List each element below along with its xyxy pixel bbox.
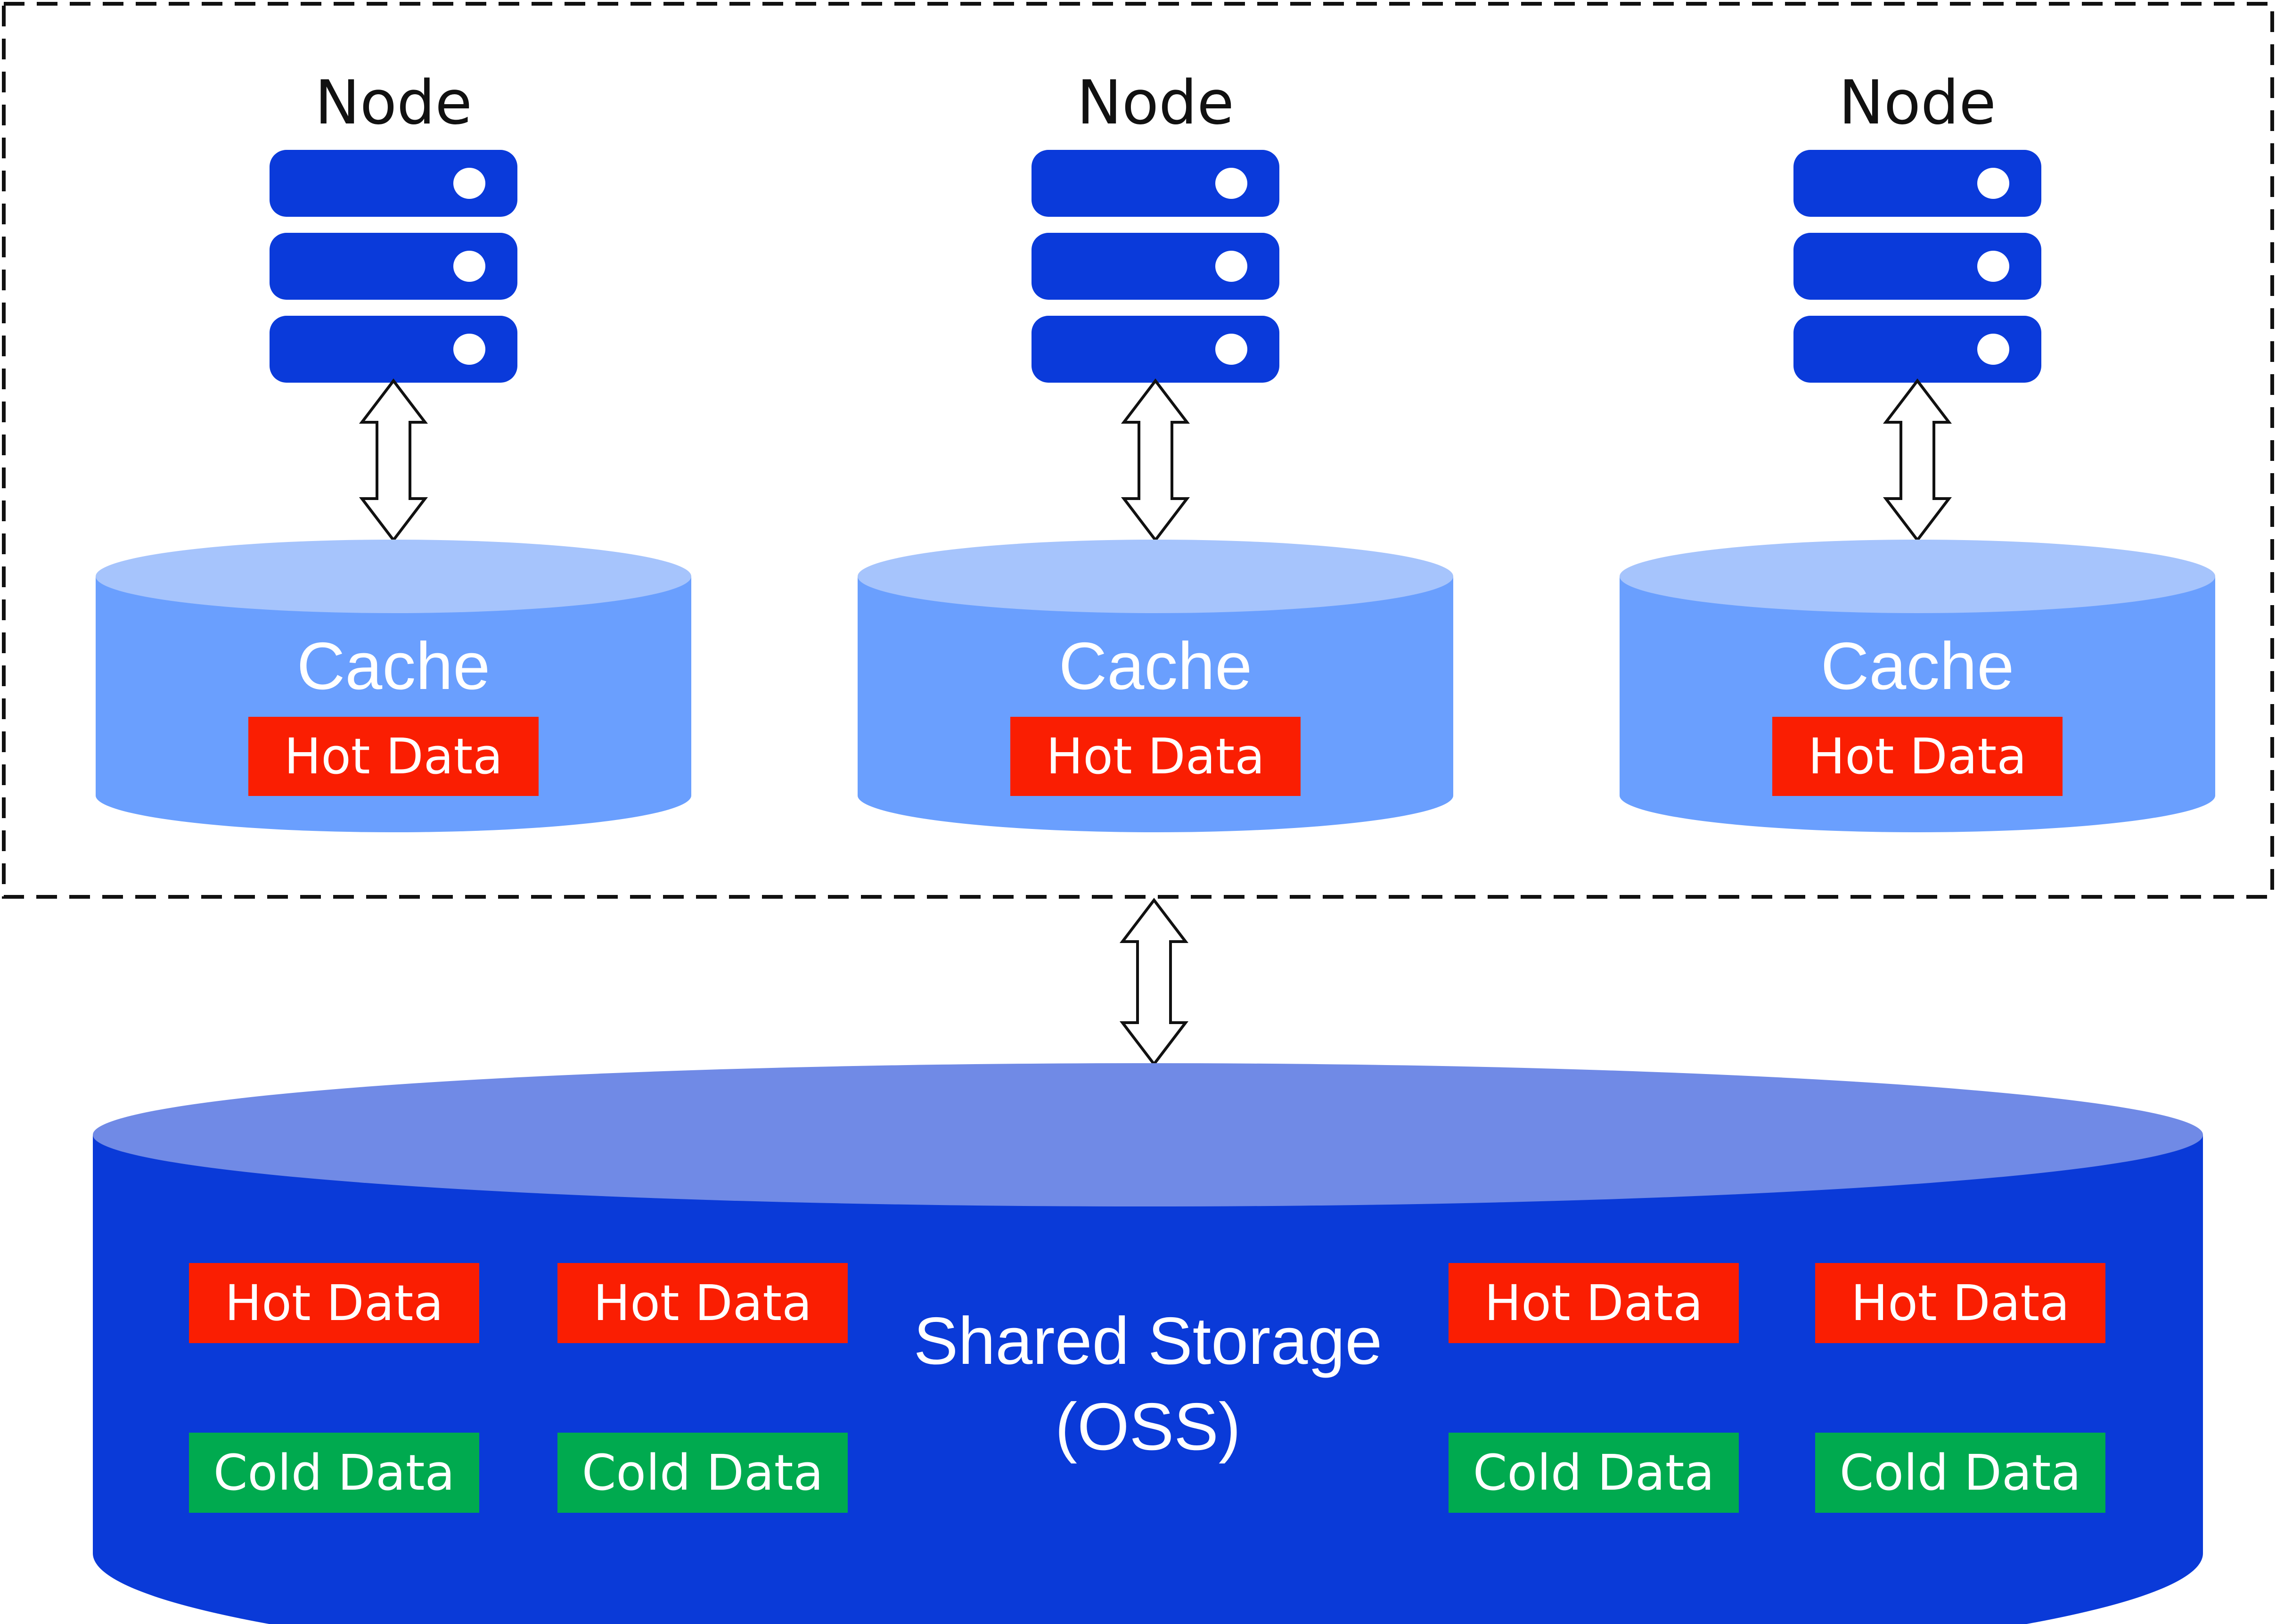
hot-data-chip: Hot Data	[248, 717, 539, 796]
hot-data-chip-bg	[248, 717, 539, 796]
server-bar	[1032, 150, 1279, 217]
hot-data-chip-bg	[1010, 717, 1301, 796]
server-bar	[1793, 233, 2041, 300]
server-icon	[1793, 150, 2041, 383]
hot-data-chip-bg	[1815, 1263, 2105, 1343]
server-indicator	[1977, 334, 2009, 365]
cold-data-chip-label: Cold Data	[1473, 1444, 1715, 1501]
server-indicator	[1215, 168, 1247, 199]
cold-data-chip-label: Cold Data	[213, 1444, 455, 1501]
hot-data-chip: Hot Data	[1449, 1263, 1739, 1343]
cache-top	[858, 540, 1453, 613]
cache-top	[1620, 540, 2215, 613]
cache-top	[96, 540, 691, 613]
hot-data-chip: Hot Data	[1772, 717, 2063, 796]
node-label: Node	[1077, 68, 1234, 138]
hot-data-chip-label: Hot Data	[1851, 1274, 2070, 1332]
cold-data-chip-bg	[557, 1433, 848, 1513]
hot-data-chip-bg	[557, 1263, 848, 1343]
cold-data-chip-bg	[1815, 1433, 2105, 1513]
hot-data-chip-bg	[1449, 1263, 1739, 1343]
hot-data-chip: Hot Data	[1010, 717, 1301, 796]
server-icon	[270, 150, 517, 383]
hot-data-chip-label: Hot Data	[225, 1274, 443, 1332]
hot-data-chip: Hot Data	[1815, 1263, 2105, 1343]
cold-data-chip-label: Cold Data	[582, 1444, 824, 1501]
node-label: Node	[1839, 68, 1996, 138]
bidirectional-arrow-icon	[1121, 378, 1190, 542]
hot-data-chip: Hot Data	[189, 1263, 479, 1343]
server-indicator	[1977, 251, 2009, 282]
node-label: Node	[315, 68, 472, 138]
cold-data-chip-bg	[189, 1433, 479, 1513]
server-indicator	[1215, 334, 1247, 365]
cold-data-chip-bg	[1449, 1433, 1739, 1513]
hot-data-chip-bg	[1772, 717, 2063, 796]
server-bar	[270, 233, 517, 300]
server-indicator	[453, 334, 485, 365]
storage-body	[93, 1135, 2203, 1624]
bidirectional-arrow-icon	[1119, 898, 1189, 1066]
server-indicator	[453, 168, 485, 199]
bidirectional-arrow-icon	[359, 378, 428, 542]
hot-data-chip-label: Hot Data	[593, 1274, 812, 1332]
hot-data-chip-bg	[189, 1263, 479, 1343]
hot-data-chip-label: Hot Data	[1808, 728, 2027, 785]
cache-label: Cache	[1059, 629, 1252, 704]
hot-data-chip: Hot Data	[557, 1263, 848, 1343]
server-indicator	[1215, 251, 1247, 282]
server-bar	[270, 316, 517, 383]
cache-body	[96, 576, 691, 832]
cold-data-chip: Cold Data	[1815, 1433, 2105, 1513]
server-indicator	[453, 251, 485, 282]
cache-label: Cache	[1821, 629, 2014, 704]
cold-data-chip: Cold Data	[189, 1433, 479, 1513]
hot-data-chip-label: Hot Data	[1484, 1274, 1703, 1332]
server-bar	[270, 150, 517, 217]
storage-title-line1: Shared Storage	[914, 1304, 1383, 1378]
cold-data-chip: Cold Data	[557, 1433, 848, 1513]
cache-body	[858, 576, 1453, 832]
server-bar	[1032, 316, 1279, 383]
storage-title-line2: (OSS)	[1055, 1389, 1241, 1464]
cache-label: Cache	[297, 629, 490, 704]
server-icon	[1032, 150, 1279, 383]
compute-group-boundary	[2, 2, 2274, 899]
server-bar	[1032, 233, 1279, 300]
hot-data-chip-label: Hot Data	[284, 728, 503, 785]
hot-data-chip-label: Hot Data	[1046, 728, 1265, 785]
server-bar	[1793, 150, 2041, 217]
cold-data-chip: Cold Data	[1449, 1433, 1739, 1513]
bidirectional-arrow-icon	[1119, 898, 1189, 1066]
server-bar	[1793, 316, 2041, 383]
server-indicator	[1977, 168, 2009, 199]
cold-data-chip-label: Cold Data	[1840, 1444, 2081, 1501]
bidirectional-arrow-icon	[1883, 378, 1952, 542]
storage-top	[93, 1063, 2203, 1206]
cache-body	[1620, 576, 2215, 832]
